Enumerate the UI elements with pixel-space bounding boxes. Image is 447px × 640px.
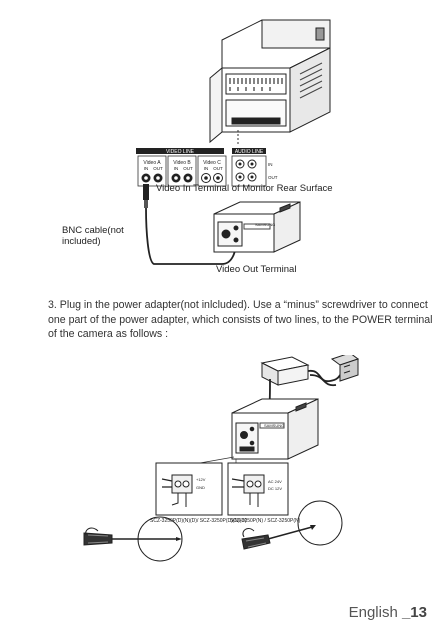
bnc-jacks bbox=[141, 173, 223, 183]
video-a-in-label: IN bbox=[144, 166, 149, 171]
right-model-label: SCZ-3250P(N) / SCZ-3250P(N) bbox=[230, 518, 301, 524]
camera-brand-label: SAMSUNG bbox=[255, 222, 275, 227]
video-b-in-label: IN bbox=[174, 166, 179, 171]
video-out-terminal-caption: Video Out Terminal bbox=[216, 264, 297, 275]
monitor-rear-illustration bbox=[209, 19, 331, 144]
right-terminal-detail bbox=[227, 462, 289, 516]
video-line-label: VIDEO LINE bbox=[166, 149, 195, 155]
bnc-cable-caption-line2: included) bbox=[62, 236, 101, 247]
camera-power-brand-label: SAMSUNG bbox=[264, 423, 284, 428]
video-connection-figure: VIDEO LINE AUDIO LINE Video A Video B Vi… bbox=[0, 0, 447, 285]
power-connection-figure: SAMSUNG +12V GND AC 24V DC 12V bbox=[0, 352, 447, 595]
left-model-label: SCZ-3250P(D)(N)(D)/ SCZ-3250P(D)(N)(D) bbox=[150, 518, 247, 524]
power-adapter-illustration bbox=[249, 352, 360, 448]
video-a-out-label: OUT bbox=[153, 166, 163, 171]
footer-language: English bbox=[348, 604, 398, 621]
video-in-terminal-caption: Video In Terminal of Monitor Rear Surfac… bbox=[156, 183, 333, 194]
left-screwdriver-illustration bbox=[83, 516, 183, 562]
left-terminal-gnd-label: GND bbox=[196, 485, 205, 490]
video-b-label: Video B bbox=[173, 160, 191, 166]
audio-line-label: AUDIO LINE bbox=[235, 149, 264, 155]
right-terminal-dc-label: DC 12V bbox=[268, 486, 282, 491]
audio-out-label: OUT bbox=[268, 175, 278, 180]
video-connection-diagram: VIDEO LINE AUDIO LINE Video A Video B Vi… bbox=[136, 19, 331, 265]
video-c-out-label: OUT bbox=[213, 166, 223, 171]
audio-in-label: IN bbox=[268, 162, 273, 167]
camera-power-illustration bbox=[231, 398, 319, 460]
video-c-in-label: IN bbox=[204, 166, 209, 171]
power-adapter-instruction: 3. Plug in the power adapter(not inlclud… bbox=[48, 299, 433, 341]
footer-page-number: _13 bbox=[401, 604, 427, 621]
power-connection-diagram: SAMSUNG +12V GND AC 24V DC 12V bbox=[83, 352, 360, 562]
video-b-out-label: OUT bbox=[183, 166, 193, 171]
page-footer: English _13 bbox=[349, 604, 427, 621]
bnc-cable-caption-line1: BNC cable(not bbox=[62, 225, 124, 236]
video-a-label: Video A bbox=[143, 160, 161, 166]
audio-jacks bbox=[235, 159, 257, 182]
monitor-rear-panel: VIDEO LINE AUDIO LINE Video A Video B Vi… bbox=[136, 148, 278, 187]
video-c-label: Video C bbox=[203, 160, 221, 166]
detail-leader-lines bbox=[199, 456, 237, 464]
right-terminal-ac-label: AC 24V bbox=[268, 479, 282, 484]
camera-illustration bbox=[213, 201, 301, 253]
left-terminal-detail bbox=[155, 462, 223, 516]
right-screwdriver-illustration bbox=[241, 500, 343, 550]
left-terminal-plus-label: +12V bbox=[196, 477, 206, 482]
